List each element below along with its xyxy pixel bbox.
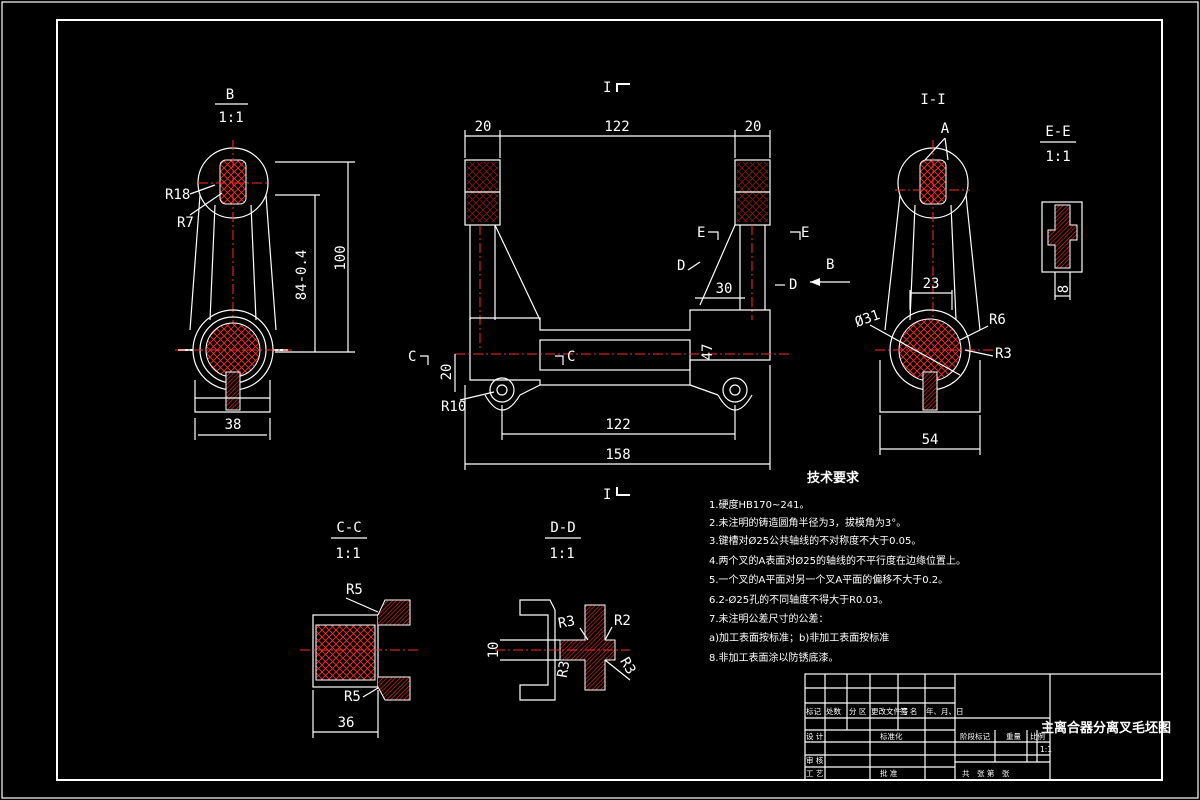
dim-8: 8 <box>1056 285 1072 293</box>
dim-20-side: 20 <box>439 364 455 381</box>
dim-r7: R7 <box>177 215 194 231</box>
dim-47: 47 <box>700 344 716 361</box>
dim-122-bottom: 122 <box>605 417 630 433</box>
dim-r5-bottom: R5 <box>344 689 361 705</box>
tb-change-doc: 更改文件号 <box>871 706 909 716</box>
note-5: 5.一个叉的A平面对另一个叉A平面的偏移不大于0.2。 <box>709 573 948 586</box>
dim-r3-a: R3 <box>557 613 576 632</box>
tb-design: 设 计 <box>806 731 824 741</box>
view-c-c: C-C 1:1 R5 R5 36 <box>300 520 420 738</box>
tb-sheets: 共 张 第 张 <box>962 768 1010 778</box>
view-c-c-scale: 1:1 <box>335 546 360 562</box>
note-6: 6.2-Ø25孔的不同轴度不得大于R0.03。 <box>709 593 888 606</box>
dim-84: 84-0.4 <box>294 250 310 301</box>
dim-100: 100 <box>333 245 349 270</box>
dim-23: 23 <box>923 276 940 292</box>
section-d-right: D <box>789 277 797 293</box>
tb-zone: 分 区 <box>849 707 867 716</box>
tb-check: 审 核 <box>806 755 824 765</box>
tb-scale: 1:1 <box>1040 745 1052 754</box>
main-view: I I 20 122 20 <box>408 80 850 503</box>
dim-20-right: 20 <box>745 119 762 135</box>
note-4: 4.两个叉的A表面对Ø25的轴线的不平行度在边缘位置上。 <box>709 554 966 567</box>
dim-r10: R10 <box>441 399 466 415</box>
tb-sign: 签 名 <box>900 706 917 716</box>
notes-title: 技术要求 <box>807 470 860 486</box>
dim-r2: R2 <box>614 613 631 629</box>
dim-36: 36 <box>338 715 355 731</box>
view-d-d: D-D 1:1 10 R3 R2 R3 R3 <box>486 520 639 701</box>
tb-count: 处数 <box>826 706 841 716</box>
dim-r3: R3 <box>995 346 1012 362</box>
view-e-e-scale: 1:1 <box>1045 149 1070 165</box>
section-i-bottom: I <box>603 487 611 503</box>
dim-r18: R18 <box>165 187 190 203</box>
view-e-e-label: E-E <box>1045 124 1070 140</box>
tb-mark: 标记 <box>806 706 821 716</box>
technical-notes: 技术要求 1.硬度HB170~241。 2.未注明的铸造圆角半径为3，拔模角为3… <box>709 470 966 664</box>
dim-dia31: Ø31 <box>853 307 882 331</box>
tb-scale-label: 比例 <box>1030 731 1045 741</box>
view-d-d-scale: 1:1 <box>549 546 574 562</box>
section-d-left: D <box>677 258 685 274</box>
tb-stage: 阶段标记 <box>960 731 990 741</box>
dim-r6: R6 <box>989 312 1006 328</box>
dim-r3-b: R3 <box>555 660 574 679</box>
dim-r5-top: R5 <box>346 582 363 598</box>
tb-date: 年、月、日 <box>926 706 964 716</box>
note-1: 1.硬度HB170~241。 <box>709 498 809 511</box>
dim-30: 30 <box>716 281 733 297</box>
note-3: 3.键槽对Ø25公共轴线的不对称度不大于0.05。 <box>709 534 921 547</box>
tb-standard: 标准化 <box>880 731 903 741</box>
view-b-scale: 1:1 <box>218 110 243 126</box>
dim-54: 54 <box>922 432 939 448</box>
dim-20-left: 20 <box>475 119 492 135</box>
note-2: 2.未注明的铸造圆角半径为3，拔模角为3°。 <box>709 516 906 529</box>
tb-process: 工 艺 <box>806 769 823 778</box>
dim-r3-c: R3 <box>616 655 638 678</box>
note-7: 7.未注明公差尺寸的公差： <box>709 612 829 625</box>
view-b: B 1:1 38 100 84-0.4 R18 R7 <box>165 87 355 440</box>
dim-158: 158 <box>605 447 630 463</box>
dim-10: 10 <box>486 642 502 659</box>
view-b-mark: B <box>826 257 834 273</box>
section-c-left: C <box>408 349 416 365</box>
dim-122-top: 122 <box>604 119 629 135</box>
view-c-c-label: C-C <box>336 520 361 536</box>
section-c-right: C <box>567 349 575 365</box>
view-i-i-label: I-I <box>920 92 945 108</box>
section-e-left: E <box>697 225 705 241</box>
note-8: 8.非加工表面涂以防锈底漆。 <box>709 651 839 664</box>
section-e-right: E <box>801 225 809 241</box>
surface-a-label: A <box>941 121 950 137</box>
note-7-detail: a)加工表面按标准；b)非加工表面按标准 <box>709 631 889 644</box>
tb-approve: 批 准 <box>880 768 898 778</box>
section-i-top: I <box>603 80 611 96</box>
title-block: 标记 处数 分 区 更改文件号 签 名 年、月、日 设 计 标准化 审 核 工 … <box>804 673 1171 781</box>
view-e-e: E-E 1:1 8 <box>1040 124 1083 300</box>
view-d-d-label: D-D <box>550 520 575 536</box>
tb-weight: 重量 <box>1006 732 1021 741</box>
dim-38: 38 <box>225 417 242 433</box>
view-i-i: I-I A 23 R6 Ø31 R3 54 <box>853 92 1012 455</box>
drawing-title: 主离合器分离叉毛坯图 <box>1041 720 1171 736</box>
view-b-label: B <box>226 87 234 103</box>
